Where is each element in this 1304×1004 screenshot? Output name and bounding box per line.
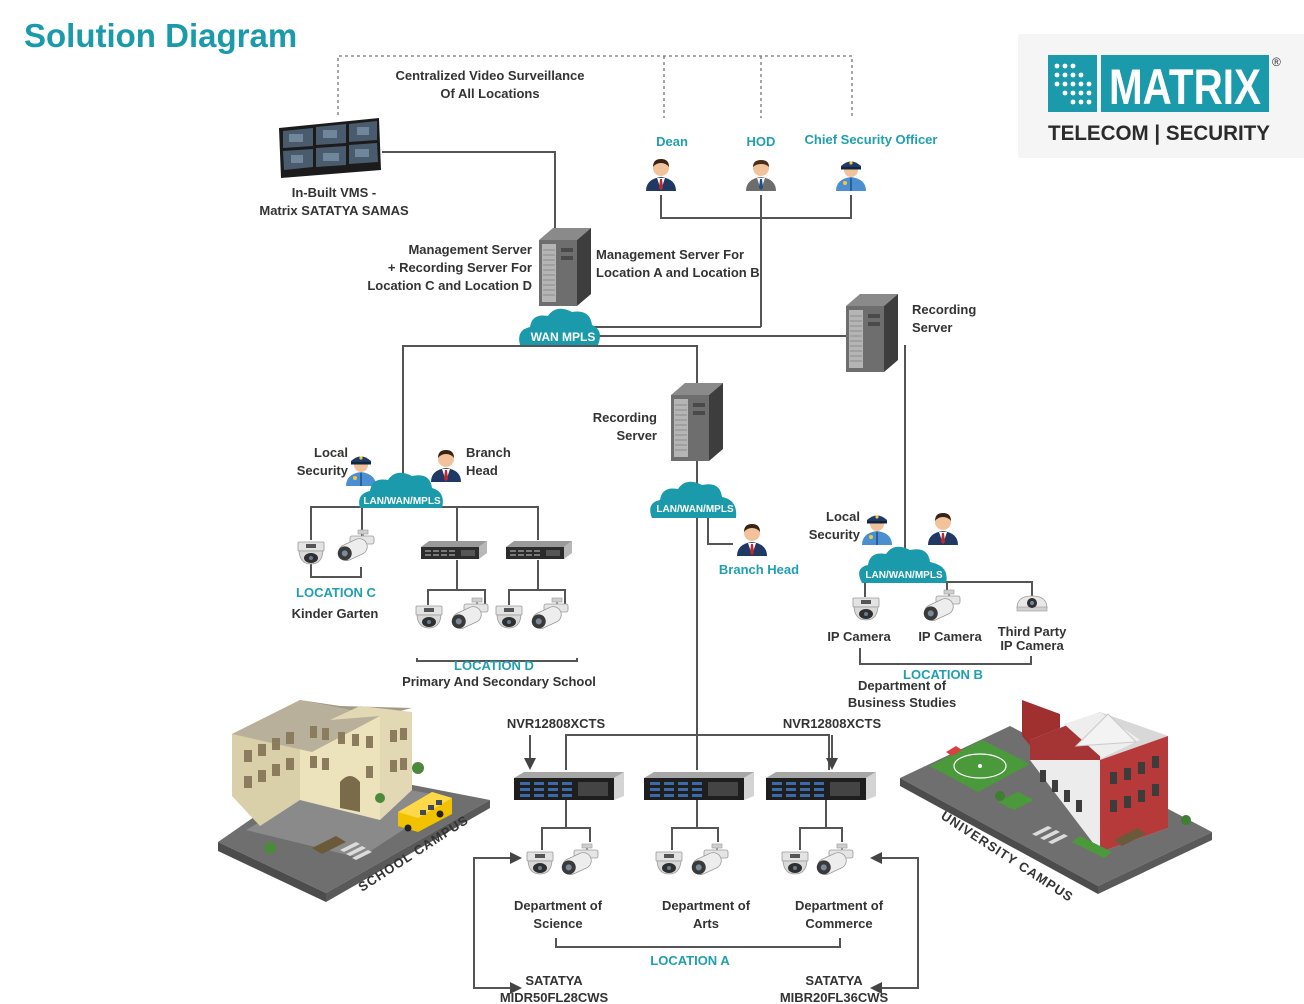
nvr-left-label: NVR12808XCTS	[507, 716, 606, 731]
location-b-dome-camera-icon	[852, 597, 880, 621]
third-party-line2: IP Camera	[1000, 638, 1064, 653]
left-lan-cloud-icon: LAN/WAN/MPLS	[359, 472, 443, 508]
nvr-arts-icon	[644, 772, 754, 800]
cso-label: Chief Security Officer	[805, 132, 938, 147]
ip-camera-2-label: IP Camera	[918, 629, 982, 644]
right-branch-head-icon	[928, 513, 958, 545]
rec-mid-label-line1: Recording	[593, 410, 657, 425]
vms-label-line1: In-Built VMS -	[292, 185, 377, 200]
cso-guard-icon	[835, 160, 867, 192]
brand-tagline: TELECOM | SECURITY	[1048, 122, 1270, 145]
hod-person-icon	[746, 160, 776, 191]
dept-commerce-line1: Department of	[795, 898, 884, 913]
mgmt-ab-label-line1: Management Server For	[596, 247, 744, 262]
brand-registered: ®	[1272, 55, 1281, 69]
matrix-logo: MATRIX ® TELECOM | SECURITY	[1018, 34, 1304, 158]
dept-commerce-line2: Commerce	[805, 916, 872, 931]
left-branch-head-icon	[431, 450, 461, 482]
mgmt-ab-label-line2: Location A and Location B	[596, 265, 760, 280]
satatya-left-line1: SATATYA	[525, 973, 583, 988]
left-local-security-line1: Local	[314, 445, 348, 460]
left-lan-label: LAN/WAN/MPLS	[363, 496, 441, 507]
location-d-label: LOCATION D	[454, 658, 534, 673]
surveillance-label-line1: Centralized Video Surveillance	[395, 68, 584, 83]
rec-right-label-line2: Server	[912, 320, 952, 335]
location-b-bullet-camera-icon	[920, 589, 961, 625]
kinder-garten-label: Kinder Garten	[292, 606, 379, 621]
wan-mpls-label: WAN MPLS	[531, 330, 596, 344]
nvr-science-icon	[514, 772, 624, 800]
right-lan-label: LAN/WAN/MPLS	[865, 570, 943, 581]
right-local-security-line1: Local	[826, 509, 860, 524]
right-local-security-line2: Security	[809, 527, 861, 542]
location-b-third-party-camera-icon	[1016, 595, 1048, 612]
dean-person-icon	[646, 159, 676, 191]
science-bullet-camera-icon	[558, 843, 599, 879]
page-title: Solution Diagram	[24, 17, 297, 54]
left-local-security-line2: Security	[297, 463, 349, 478]
right-lan-cloud-icon: LAN/WAN/MPLS	[859, 546, 947, 583]
vms-video-wall-icon	[279, 118, 381, 178]
nvr-right-label: NVR12808XCTS	[783, 716, 882, 731]
location-d-bullet-camera-2-icon	[528, 597, 569, 633]
mgmt-cd-label-line1: Management Server	[408, 242, 532, 257]
location-b-label: LOCATION B	[903, 667, 983, 682]
nvr-commerce-icon	[766, 772, 876, 800]
recording-server-right-icon	[845, 293, 899, 373]
brand-name: MATRIX	[1109, 59, 1261, 115]
hod-label: HOD	[747, 134, 776, 149]
mgmt-cd-label-line3: Location C and Location D	[367, 278, 532, 293]
connections	[310, 55, 1033, 994]
location-c-dome-camera-icon	[297, 541, 325, 565]
location-a-label: LOCATION A	[650, 953, 730, 968]
middle-branch-head-icon	[737, 524, 767, 556]
ip-camera-1-label: IP Camera	[827, 629, 891, 644]
management-server-icon	[538, 227, 592, 307]
arts-bullet-camera-icon	[688, 843, 729, 879]
university-campus-illustration	[900, 700, 1212, 894]
location-d-dome-camera-2-icon	[495, 605, 523, 629]
dept-arts-line2: Arts	[693, 916, 719, 931]
satatya-right-line1: SATATYA	[805, 973, 863, 988]
location-d-nvr-1-icon	[421, 541, 487, 559]
mgmt-cd-label-line2: + Recording Server For	[388, 260, 532, 275]
satatya-right-line2: MIBR20FL36CWS	[780, 990, 889, 1004]
middle-branch-head-label: Branch Head	[719, 562, 799, 577]
satatya-left-line2: MIDR50FL28CWS	[500, 990, 609, 1004]
left-branch-head-line1: Branch	[466, 445, 511, 460]
location-d-nvr-2-icon	[506, 541, 572, 559]
dept-science-line1: Department of	[514, 898, 603, 913]
rec-mid-label-line2: Server	[617, 428, 657, 443]
school-campus-illustration	[218, 700, 490, 902]
middle-lan-label: LAN/WAN/MPLS	[656, 504, 734, 515]
dept-business-line1: Department of	[858, 678, 947, 693]
left-branch-head-line2: Head	[466, 463, 498, 478]
dean-label: Dean	[656, 134, 688, 149]
surveillance-label-line2: Of All Locations	[440, 86, 539, 101]
recording-server-middle-icon	[670, 382, 724, 462]
middle-lan-cloud-icon: LAN/WAN/MPLS	[650, 481, 737, 518]
rec-right-label-line1: Recording	[912, 302, 976, 317]
location-c-label: LOCATION C	[296, 585, 377, 600]
dept-business-line2: Business Studies	[848, 695, 956, 710]
vms-label-line2: Matrix SATATYA SAMAS	[259, 203, 409, 218]
wan-mpls-cloud-icon: WAN MPLS	[519, 308, 600, 345]
dept-science-line2: Science	[533, 916, 582, 931]
arts-dome-camera-icon	[655, 851, 683, 875]
commerce-dome-camera-icon	[781, 851, 809, 875]
location-d-bullet-camera-1-icon	[448, 597, 489, 633]
science-dome-camera-icon	[526, 851, 554, 875]
location-d-dome-camera-1-icon	[415, 605, 443, 629]
third-party-line1: Third Party	[998, 624, 1067, 639]
primary-school-label: Primary And Secondary School	[402, 674, 596, 689]
location-c-bullet-camera-icon	[334, 529, 375, 565]
commerce-bullet-camera-icon	[813, 843, 854, 879]
left-security-guard-icon	[345, 455, 377, 487]
right-security-guard-icon	[861, 514, 893, 546]
dept-arts-line1: Department of	[662, 898, 751, 913]
